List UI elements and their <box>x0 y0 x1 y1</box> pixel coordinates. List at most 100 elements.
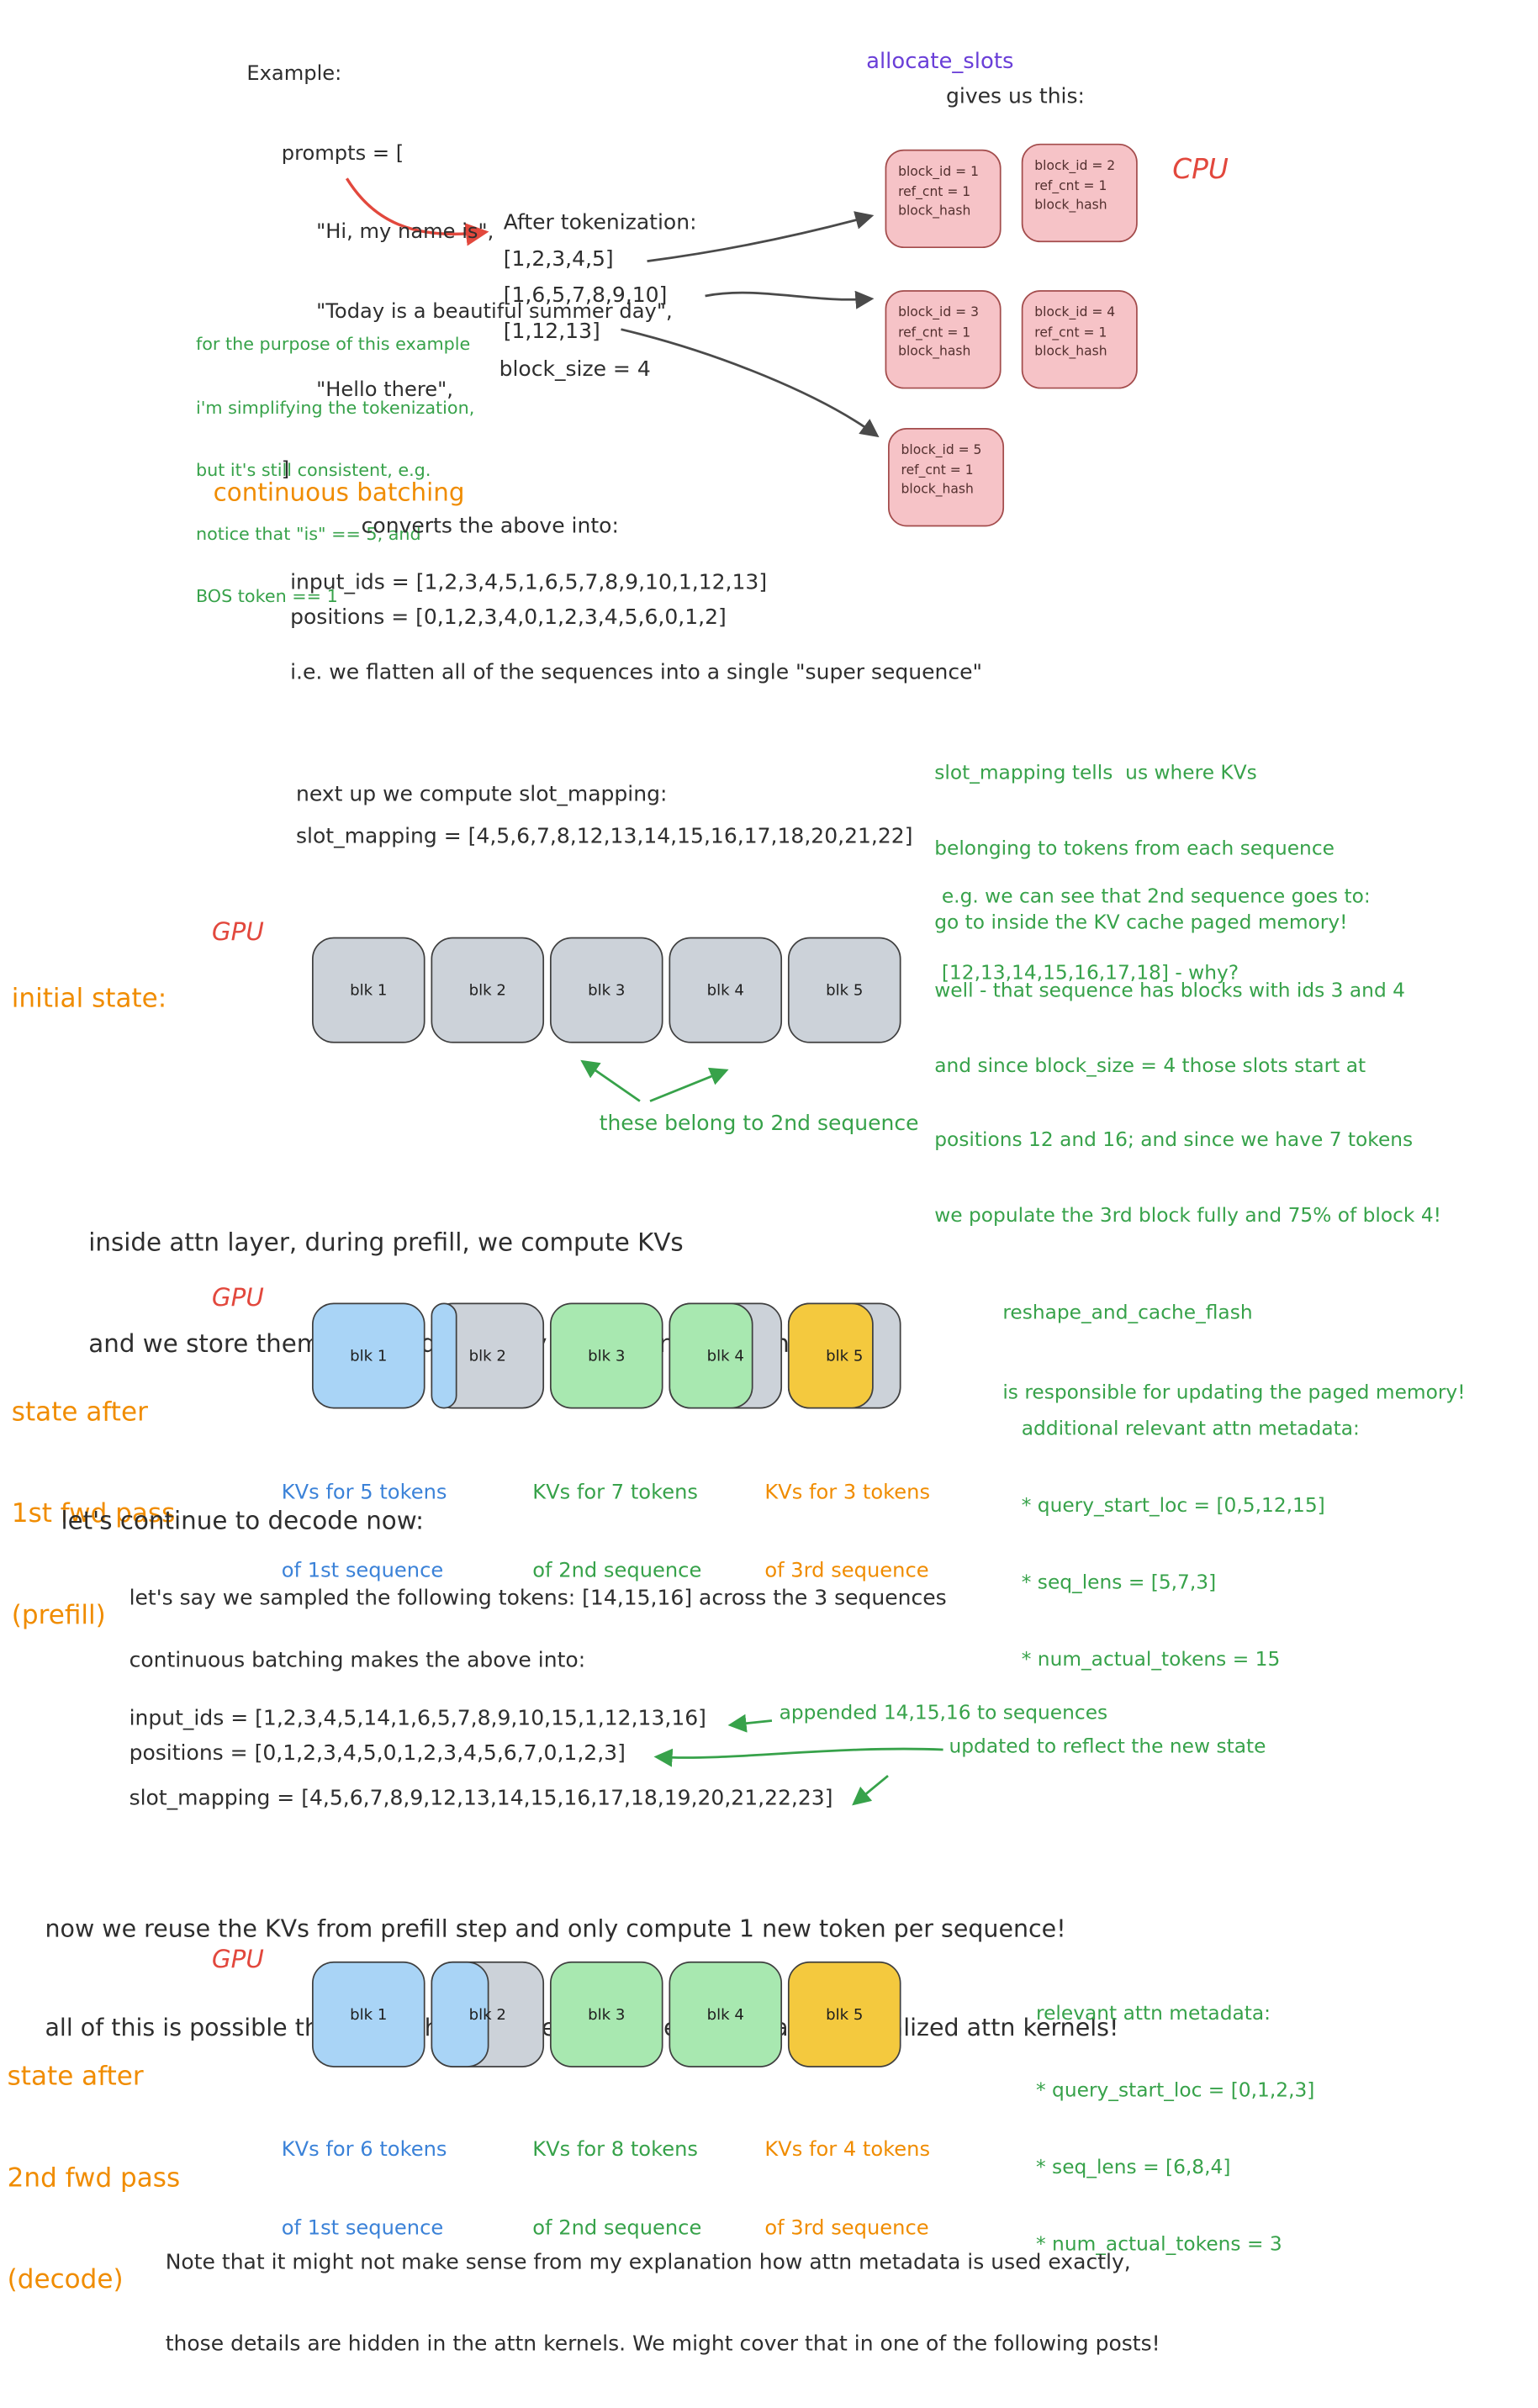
gpu-label-prefill: GPU <box>211 1284 264 1313</box>
prefill-attn-metadata: additional relevant attn metadata: * que… <box>1022 1368 1360 1722</box>
slot-mapping-value: slot_mapping = [4,5,6,7,8,12,13,14,15,16… <box>296 825 913 849</box>
green-arrow-appended <box>727 1714 773 1733</box>
second-sequence-arrow-note: these belong to 2nd sequence <box>599 1112 919 1137</box>
footer-line: Note that it might not make sense from m… <box>165 2251 1131 2275</box>
gpu-initial-blk1: blk 1 <box>311 937 425 1043</box>
gpu-decode-blk1: blk 1 <box>311 1961 425 2067</box>
cpu-block-ref: ref_cnt = 1 <box>1034 325 1107 341</box>
kv-fill-2nd-seq <box>669 1302 753 1409</box>
caption-line: of 3rd sequence <box>764 1559 929 1583</box>
side-note-line: notice that "is" == 5, and <box>195 523 421 544</box>
kv-fill-1st-seq <box>431 1961 489 2067</box>
green-arrow-updated <box>653 1747 943 1767</box>
gpu-decode-blk3: blk 3 <box>549 1961 663 2067</box>
prefill-caption-3rd-seq: KVs for 3 tokens of 3rd sequence <box>764 1430 930 1634</box>
cpu-block-id: block_id = 1 <box>898 165 980 180</box>
gpu-initial-blk5: blk 5 <box>787 937 901 1043</box>
continuous-batching-title: continuous batching <box>213 478 465 508</box>
cpu-block-4: block_id = 4 ref_cnt = 1 block_hash <box>1021 290 1138 389</box>
cpu-block-id: block_id = 2 <box>1034 159 1116 175</box>
tokenized-seq-1: [1,2,3,4,5] <box>503 248 614 272</box>
slot-mapping-intro: next up we compute slot_mapping: <box>296 783 668 807</box>
reshape-line: is responsible for updating the paged me… <box>1002 1381 1466 1405</box>
blk-label: blk 1 <box>350 981 388 1000</box>
cpu-block-2: block_id = 2 ref_cnt = 1 block_hash <box>1021 143 1138 243</box>
metadata-line: * num_actual_tokens = 3 <box>1036 2232 1282 2257</box>
gpu-prefill-blk4: blk 4 <box>669 1302 783 1409</box>
flatten-note: i.e. we flatten all of the sequences int… <box>290 661 983 685</box>
side-note-line: for the purpose of this example <box>195 333 471 355</box>
reshape-line: reshape_and_cache_flash <box>1002 1301 1253 1325</box>
caption-line: KVs for 3 tokens <box>764 1481 931 1505</box>
metadata-line: * num_actual_tokens = 15 <box>1021 1648 1281 1671</box>
cpu-block-id: block_id = 5 <box>901 444 982 459</box>
example-line: Example: <box>246 62 342 86</box>
cpu-block-ref: ref_cnt = 1 <box>898 325 971 341</box>
decode-caption-1st-seq: KVs for 6 tokens of 1st sequence <box>282 2088 447 2291</box>
initial-state-label: initial state: <box>11 983 167 1015</box>
tokenization-title: After tokenization: <box>503 211 697 235</box>
blk-label: blk 1 <box>350 1347 388 1365</box>
slot-why-line: and since block_size = 4 those slots sta… <box>934 1054 1366 1078</box>
slot-mapping-example-note: e.g. we can see that 2nd sequence goes t… <box>942 836 1371 1036</box>
gpu-label-decode: GPU <box>211 1945 264 1975</box>
slot-example-line: e.g. we can see that 2nd sequence goes t… <box>941 885 1371 909</box>
input-ids-prefill: input_ids = [1,2,3,4,5,1,6,5,7,8,9,10,1,… <box>290 571 768 595</box>
blk-label: blk 3 <box>588 2005 626 2024</box>
cpu-block-id: block_id = 4 <box>1034 306 1116 321</box>
decode-caption-3rd-seq: KVs for 4 tokens of 3rd sequence <box>764 2088 930 2291</box>
cpu-block-ref: ref_cnt = 1 <box>1034 179 1107 194</box>
cpu-block-hash: block_hash <box>901 483 974 498</box>
positions-decode: positions = [0,1,2,3,4,5,0,1,2,3,4,5,6,7… <box>129 1742 626 1766</box>
metadata-line: * query_start_loc = [0,1,2,3] <box>1036 2078 1315 2103</box>
side-note-line: BOS token == 1 <box>195 586 338 607</box>
gpu-prefill-blk1: blk 1 <box>311 1302 425 1409</box>
cpu-block-ref: ref_cnt = 1 <box>901 463 974 478</box>
slot-tells-line: slot_mapping tells us where KVs <box>934 761 1257 785</box>
decode-caption-2nd-seq: KVs for 8 tokens of 2nd sequence <box>532 2088 701 2291</box>
gpu-prefill-blk5: blk 5 <box>787 1302 901 1409</box>
input-ids-decode: input_ids = [1,2,3,4,5,14,1,6,5,7,8,9,10… <box>129 1707 706 1731</box>
allocate-slots-subtitle: gives us this: <box>946 85 1085 109</box>
blk-label: blk 5 <box>826 1347 864 1365</box>
blk-label: blk 4 <box>706 981 744 1000</box>
blk-label: blk 2 <box>468 2005 506 2024</box>
updated-note: updated to reflect the new state <box>949 1735 1266 1759</box>
blk-label: blk 3 <box>588 981 626 1000</box>
caption-line: KVs for 8 tokens <box>532 2138 698 2162</box>
slot-mapping-tells-note: slot_mapping tells us where KVs belongin… <box>934 714 1347 985</box>
decode-heading: let's continue to decode now: <box>61 1507 425 1537</box>
caption-line: of 1st sequence <box>281 1559 444 1583</box>
decode-batch-intro: continuous batching makes the above into… <box>129 1649 586 1673</box>
positions-prefill: positions = [0,1,2,3,4,0,1,2,3,4,5,6,0,1… <box>290 606 727 630</box>
green-arrow-to-blk4 <box>649 1067 729 1102</box>
gpu-initial-blk2: blk 2 <box>431 937 545 1043</box>
kv-fill-3rd-seq <box>787 1302 875 1409</box>
continuous-batching-subtitle: converts the above into: <box>361 515 619 539</box>
block-size-note: block_size = 4 <box>499 358 651 382</box>
appended-note: appended 14,15,16 to sequences <box>779 1702 1108 1725</box>
tokenized-seq-3: [1,12,13] <box>503 320 600 344</box>
green-arrow-slot-mapping <box>852 1774 889 1806</box>
decode-state-line: state after <box>7 2061 144 2093</box>
reuse-line: now we reuse the KVs from prefill step a… <box>45 1914 1066 1943</box>
blk-label: blk 2 <box>468 981 506 1000</box>
cpu-block-5: block_id = 5 ref_cnt = 1 block_hash <box>888 428 1005 527</box>
gpu-initial-blk4: blk 4 <box>669 937 783 1043</box>
green-arrow-to-blk3 <box>580 1059 641 1102</box>
reshape-and-cache-note: reshape_and_cache_flash is responsible f… <box>1002 1250 1465 1456</box>
prefill-intro-line: inside attn layer, during prefill, we co… <box>88 1228 684 1259</box>
gpu-prefill-blk3: blk 3 <box>549 1302 663 1409</box>
cpu-block-hash: block_hash <box>898 345 971 360</box>
footer-line: those details are hidden in the attn ker… <box>165 2332 1160 2357</box>
blk-label: blk 5 <box>826 981 864 1000</box>
tokenization-side-note: for the purpose of this example i'm simp… <box>196 293 474 650</box>
slot-tells-line: belonging to tokens from each sequence <box>934 836 1335 860</box>
gpu-initial-blk3: blk 3 <box>549 937 663 1043</box>
caption-line: KVs for 6 tokens <box>281 2138 447 2162</box>
arrow-seq2-to-block3 <box>705 290 875 309</box>
gpu-decode-blk4: blk 4 <box>669 1961 783 2067</box>
prefill-state-line: state after <box>11 1397 148 1428</box>
example-line: "Hi, my name is", <box>316 220 494 244</box>
allocate-slots-title: allocate_slots <box>866 47 1014 75</box>
